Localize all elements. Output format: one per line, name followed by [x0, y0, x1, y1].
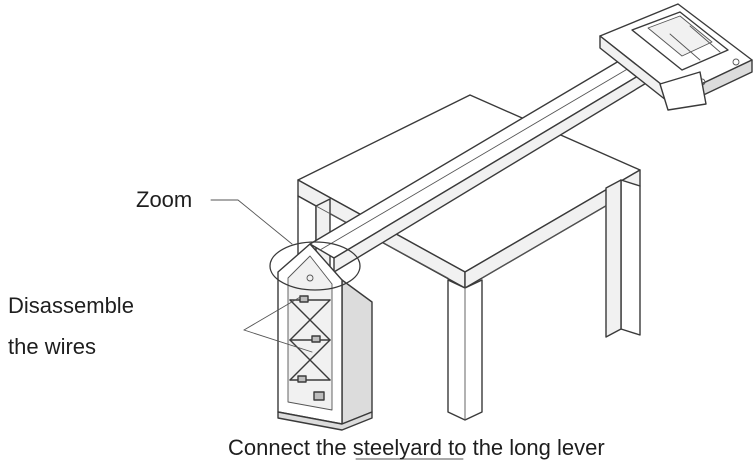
- table-leg-right: [620, 179, 641, 336]
- steelyard: [277, 243, 373, 431]
- lever-head-piece: [599, 3, 753, 111]
- wires-leader-line-2: [243, 329, 313, 353]
- long-lever: [309, 57, 649, 273]
- zoom-label: Zoom: [136, 187, 193, 212]
- disassemble-label: Disassemble: [8, 293, 134, 318]
- zoom-ellipse: [269, 241, 361, 291]
- steelyard-side-face: [341, 279, 373, 425]
- zoom-leader-line: [210, 199, 293, 245]
- wires-label: the wires: [8, 334, 97, 359]
- wires-leader-line-1: [243, 295, 303, 331]
- caption: Connect the steelyard to the long lever: [228, 435, 605, 460]
